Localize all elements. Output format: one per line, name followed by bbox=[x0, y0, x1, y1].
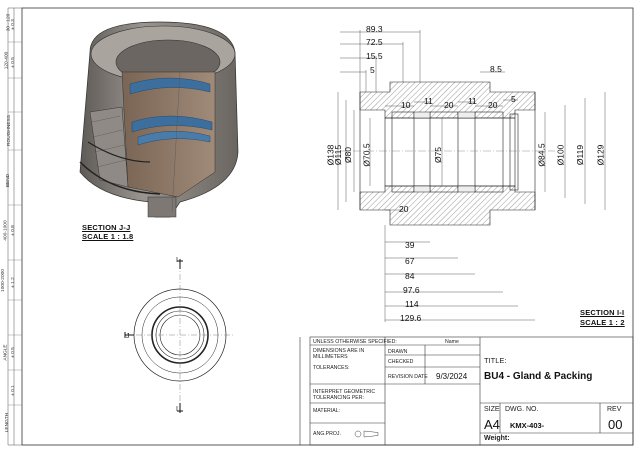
tb-rev: 00 bbox=[608, 417, 623, 432]
tb-ang-proj: ANG.PROJ. bbox=[313, 431, 341, 437]
tb-unless-otherwise: UNLESS OTHERWISE SPECIFIED: bbox=[313, 339, 397, 345]
dim-72-5: 72.5 bbox=[366, 37, 383, 47]
zone-label-8: ± 0.8 bbox=[10, 225, 16, 236]
dim-5-top: 5 bbox=[370, 65, 375, 75]
dia-80: Ø80 bbox=[343, 146, 354, 164]
dim-84: 84 bbox=[405, 271, 415, 281]
dia-75: Ø75 bbox=[433, 146, 444, 164]
tb-name-header: Name bbox=[445, 339, 459, 345]
dim-inner-20b: 20 bbox=[488, 100, 498, 110]
dia-84-5: Ø84.5 bbox=[536, 143, 547, 167]
tb-interpret-1: INTERPRET GEOMETRIC bbox=[313, 389, 376, 395]
dim-97-6: 97.6 bbox=[403, 285, 420, 295]
section-jj-scale: SCALE 1 : 1.8 bbox=[82, 232, 134, 241]
zone-label-5: ROUGHNESS bbox=[6, 115, 12, 146]
tb-size: A4 bbox=[484, 417, 500, 432]
dim-8-5: 8.5 bbox=[490, 64, 502, 74]
dim-bottom-20: 20 bbox=[399, 204, 409, 214]
end-view-bottom-label: I bbox=[176, 406, 178, 413]
zone-label-12: ± 0.1 bbox=[10, 385, 16, 396]
zone-label-2: ± 0.3 bbox=[10, 19, 16, 30]
tb-tolerances: TOLERANCES: bbox=[313, 365, 350, 371]
tb-title: BU4 - Gland & Packing bbox=[484, 371, 593, 382]
section-jj-3d-view bbox=[79, 21, 239, 218]
tb-interpret-2: TOLERANCING PER: bbox=[313, 395, 364, 401]
dim-89-3: 89.3 bbox=[366, 24, 383, 34]
dim-inner-11b: 11 bbox=[468, 96, 477, 106]
tb-title-label: TITLE: bbox=[484, 356, 507, 365]
dim-114: 114 bbox=[405, 299, 419, 309]
zone-label-3: 120-400 bbox=[4, 51, 10, 70]
tb-drawn: DRAWN bbox=[388, 349, 408, 355]
dia-119: Ø119 bbox=[575, 144, 586, 166]
section-ii-scale: SCALE 1 : 2 bbox=[580, 318, 625, 327]
end-view-top-label: I bbox=[176, 257, 178, 264]
tb-dwg-no: KMX-403- bbox=[510, 421, 545, 430]
section-ii-view bbox=[337, 30, 606, 322]
tb-size-label: SIZE bbox=[484, 406, 500, 413]
section-ii-label: SECTION I-I bbox=[580, 308, 625, 317]
dim-67: 67 bbox=[405, 256, 415, 266]
zone-label-4: ± 0.5 bbox=[10, 57, 16, 68]
dim-39: 39 bbox=[405, 240, 415, 250]
dia-129: Ø129 bbox=[595, 144, 606, 166]
zone-label-9: 1000-2000 bbox=[0, 269, 6, 292]
tb-rev-label: REV bbox=[607, 406, 622, 413]
dia-100: Ø100 bbox=[555, 144, 566, 166]
zone-label-7: 400-1000 bbox=[3, 220, 9, 241]
tb-revision-date: 9/3/2024 bbox=[436, 372, 468, 381]
end-view bbox=[124, 259, 235, 413]
dim-129-6: 129.6 bbox=[400, 313, 422, 323]
dim-inner-11a: 11 bbox=[424, 96, 433, 106]
tb-checked: CHECKED bbox=[388, 359, 414, 365]
dim-15-5: 15.5 bbox=[366, 51, 383, 61]
tb-material: MATERIAL: bbox=[313, 408, 340, 414]
tb-dimensions-in: DIMENSIONS ARE IN bbox=[313, 348, 365, 354]
tb-weight: Weight: bbox=[484, 435, 510, 442]
dia-115: Ø115 bbox=[333, 144, 344, 166]
zone-label-11: LENGTH bbox=[5, 412, 11, 433]
dim-inner-20a: 20 bbox=[444, 100, 454, 110]
end-view-left-label: J bbox=[126, 333, 130, 340]
tb-dwg-no-label: DWG. NO. bbox=[505, 406, 539, 413]
tb-millimeters: MILLIMETERS bbox=[313, 354, 348, 360]
dim-inner-5: 5 bbox=[511, 94, 516, 104]
zone-label-14: ± 0.5 bbox=[10, 347, 16, 358]
section-jj-label: SECTION J-J bbox=[82, 223, 131, 232]
dim-inner-10: 10 bbox=[401, 100, 411, 110]
zone-label-6: BEND bbox=[6, 173, 12, 188]
dia-70-5: Ø70.5 bbox=[361, 143, 372, 167]
zone-label-13: ANGLE bbox=[3, 344, 9, 361]
zone-label-10: ± 1.2 bbox=[10, 277, 16, 288]
tb-revision-date-label: REVISION DATE bbox=[388, 374, 428, 380]
